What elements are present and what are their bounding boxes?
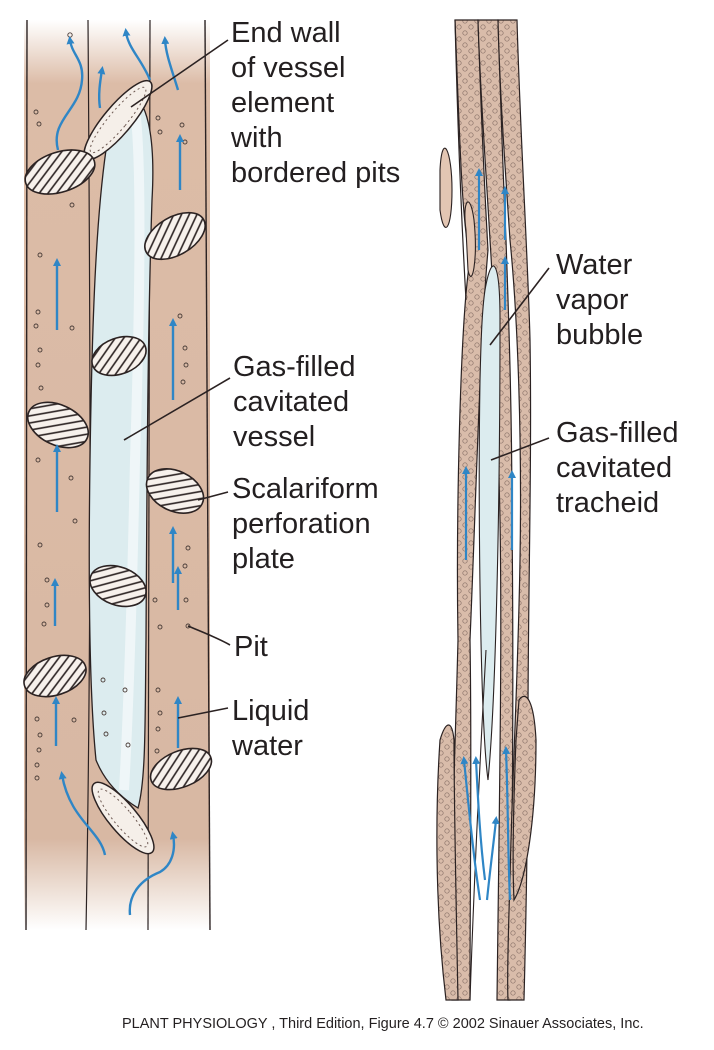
tracheid-cell <box>464 201 476 277</box>
label-line: vapor <box>556 284 629 316</box>
label-line: plate <box>232 543 295 575</box>
label-line: Scalariform <box>232 473 379 505</box>
tracheid-diagram <box>436 19 537 1001</box>
vessel-right-wall <box>204 19 211 931</box>
label-water-vapor-bubble: Water vapor bubble <box>556 248 643 353</box>
perforation-plates <box>23 149 213 791</box>
label-line: with <box>231 122 283 154</box>
figure-credit: PLANT PHYSIOLOGY , Third Edition, Figure… <box>122 1016 644 1032</box>
leader-gas-tracheid <box>490 437 550 461</box>
label-line: element <box>231 87 335 119</box>
label-liquid-water: Liquid water <box>232 694 309 764</box>
leader-gas-vessel <box>123 377 231 441</box>
tracheid-water-arrows <box>460 168 516 901</box>
label-end-wall: End wall of vessel element with bordered… <box>231 16 400 191</box>
pits <box>33 32 191 781</box>
label-line: cavitated <box>556 452 673 484</box>
label-gas-filled-vessel: Gas-filled cavitated vessel <box>233 350 356 455</box>
label-gas-filled-tracheid: Gas-filled cavitated tracheid <box>556 416 679 521</box>
leader-scalariform <box>197 491 229 501</box>
label-line: vessel <box>233 421 316 453</box>
label-line: bubble <box>556 319 644 351</box>
leader-end-wall <box>130 39 229 108</box>
label-line: of vessel <box>231 52 346 84</box>
leader-pit <box>187 625 231 646</box>
end-wall-bottom <box>91 781 155 855</box>
tracheid-cell <box>512 695 537 903</box>
label-line: cavitated <box>233 386 350 418</box>
label-scalariform-plate: Scalariform perforation plate <box>232 472 379 577</box>
leader-lines <box>123 39 550 719</box>
vessel-diagram <box>23 19 213 931</box>
leader-water-vapor <box>489 267 550 346</box>
label-line: water <box>232 730 303 762</box>
tracheid-cell <box>436 724 459 1001</box>
tracheid-cell <box>439 147 453 228</box>
leader-liquid-water <box>177 707 229 719</box>
label-line: Water <box>556 249 633 281</box>
label-line: Gas-filled <box>233 351 356 383</box>
water-vapor-bubble <box>478 265 501 781</box>
label-line: perforation <box>232 508 371 540</box>
label-pit: Pit <box>234 631 268 663</box>
label-line: Liquid <box>232 695 310 727</box>
label-line: End wall <box>231 17 341 49</box>
label-line: Gas-filled <box>556 417 679 449</box>
label-line: tracheid <box>556 487 660 519</box>
liquid-water-arrows <box>51 28 184 916</box>
label-line: bordered pits <box>231 157 401 189</box>
